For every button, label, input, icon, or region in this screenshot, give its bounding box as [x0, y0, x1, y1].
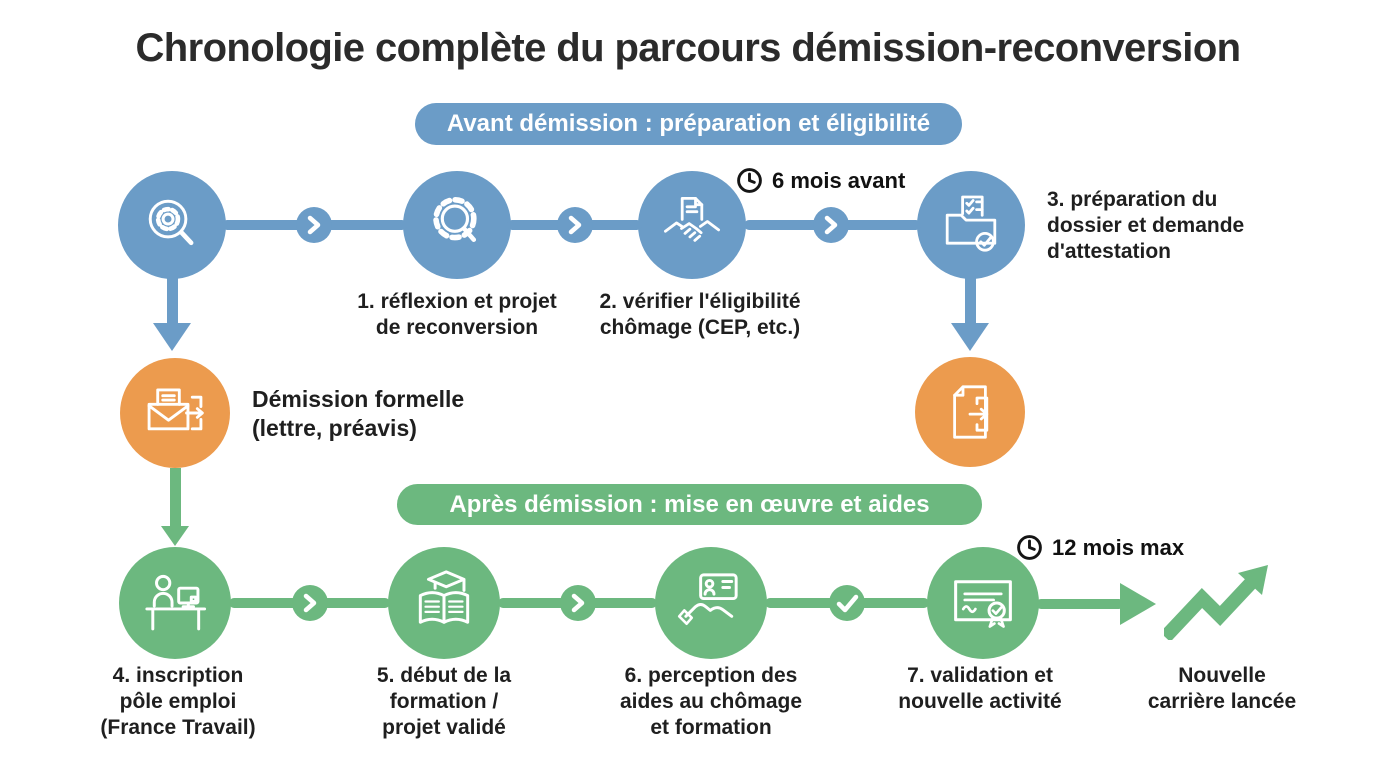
chevron-right-icon: [571, 593, 585, 613]
step4-label: 4. inscription pôle emploi (France Trava…: [100, 664, 256, 740]
demission-label: Démission formelle (lettre, préavis): [252, 386, 465, 441]
page-title: Chronologie complète du parcours démissi…: [135, 26, 1242, 70]
chevron-right-icon: [568, 215, 582, 235]
step3-circle: [917, 171, 1025, 279]
step6-circle: [655, 547, 767, 659]
gear-magnifier-icon: [433, 197, 477, 242]
step5-label: 5. début de la formation / projet validé: [376, 664, 512, 740]
timer-6-mois: 6 mois avant: [736, 167, 905, 194]
chevron-right-icon: [303, 593, 317, 613]
step7-circle: [927, 547, 1039, 659]
chevron-right-icon: [824, 215, 838, 235]
down-arrow-blue-left: [153, 277, 191, 351]
certificate-icon: [954, 580, 1012, 628]
growth-arrow: [1164, 565, 1268, 640]
chevron-node: [292, 585, 328, 621]
step2-circle: [638, 171, 746, 279]
attestation-circle: [915, 357, 1025, 467]
step1-circle: [403, 171, 511, 279]
check-icon: [836, 594, 859, 613]
down-arrow-green: [156, 468, 194, 546]
explore-circle: [118, 171, 226, 279]
forward-arrow: [1036, 583, 1156, 625]
book-graduation-icon: [418, 570, 470, 624]
clock-icon: [737, 168, 762, 193]
step3-label: 3. préparation du dossier et demande d'a…: [1047, 188, 1245, 264]
timer-12-mois-label: 12 mois max: [1052, 534, 1185, 560]
demission-circle: [120, 358, 230, 468]
step1-label: 1. réflexion et projet de reconversion: [357, 290, 557, 340]
chevron-node: [557, 207, 593, 243]
chevron-node: [560, 585, 596, 621]
step7-label: 7. validation et nouvelle activité: [898, 664, 1062, 714]
hand-idcard-icon: [677, 573, 738, 626]
chevron-right-icon: [307, 215, 321, 235]
clock-icon: [1017, 535, 1042, 560]
step2-label: 2. vérifier l'éligibilité chômage (CEP, …: [599, 290, 801, 340]
outcome-label: Nouvelle carrière lancée: [1147, 664, 1297, 714]
step4-circle: [119, 547, 231, 659]
timer-12-mois: 12 mois max: [1016, 534, 1184, 561]
document-export-icon: [953, 385, 989, 439]
timer-6-mois-label: 6 mois avant: [772, 167, 906, 193]
check-node: [829, 585, 865, 621]
envelope-send-icon: [147, 388, 204, 431]
chevron-node: [296, 207, 332, 243]
down-arrow-blue-right: [951, 277, 989, 351]
handshake-document-icon: [664, 197, 720, 242]
step6-label: 6. perception des aides au chômage et fo…: [619, 664, 803, 740]
chevron-node: [813, 207, 849, 243]
magnifier-gear-icon: [148, 199, 194, 246]
person-desk-icon: [145, 574, 207, 631]
phase-after-banner: Après démission : mise en œuvre et aides: [397, 484, 982, 525]
phase-before-banner: Avant démission : préparation et éligibi…: [415, 103, 962, 145]
step5-circle: [388, 547, 500, 659]
folder-check-icon: [945, 195, 997, 252]
